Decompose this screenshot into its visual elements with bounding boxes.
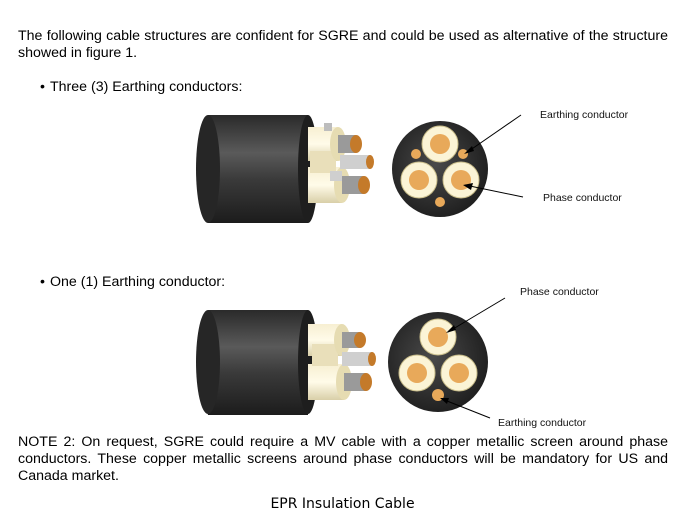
phase-callout: Phase conductor (446, 286, 599, 333)
earthing-conductor-label: Earthing conductor (540, 109, 629, 121)
cable-cores (308, 324, 376, 400)
note-paragraph: NOTE 2: On request, SGRE could require a… (18, 434, 668, 484)
phase-conductor-label: Phase conductor (543, 192, 622, 204)
figure-caption: EPR Insulation Cable (270, 496, 415, 512)
cable-cores (308, 123, 374, 203)
earthing-callout: Earthing conductor (464, 109, 629, 154)
bullet-dot: • (40, 79, 45, 95)
cable-sheath (196, 310, 318, 415)
bullet-label: Three (3) Earthing conductors: (50, 79, 243, 95)
bullet-label: One (1) Earthing conductor: (50, 274, 226, 290)
intro-paragraph: The following cable structures are confi… (18, 28, 668, 61)
bullet-one-earthing: • One (1) Earthing conductor: (40, 274, 225, 291)
cable-cross-section (392, 121, 488, 217)
phase-conductor-label: Phase conductor (520, 286, 599, 298)
phase-callout: Phase conductor (463, 183, 622, 204)
earthing-conductor-label: Earthing conductor (498, 417, 587, 429)
cable-figure-one-earthing: Phase conductor Earthing conductor (196, 286, 599, 429)
cable-cross-section (388, 312, 488, 412)
cable-sheath (196, 115, 318, 223)
bullet-dot: • (40, 274, 45, 290)
bullet-three-earthing: • Three (3) Earthing conductors: (40, 79, 242, 96)
earthing-callout: Earthing conductor (440, 398, 587, 429)
cable-figure-three-earthing: Earthing conductor Phase conductor (196, 109, 629, 223)
